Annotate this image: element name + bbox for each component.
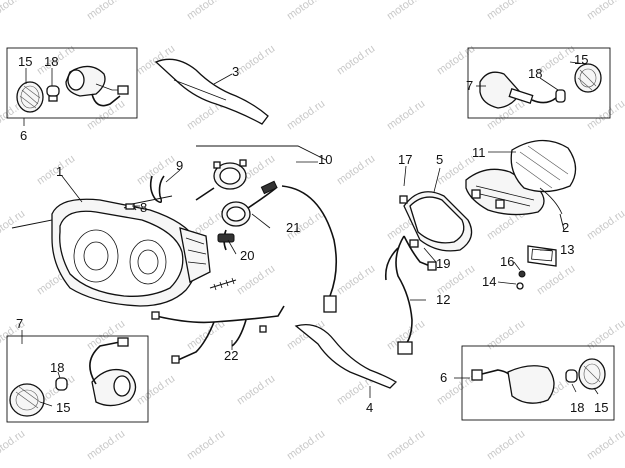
group-box-7-bottom <box>6 335 149 423</box>
watermark-text: motod.ru <box>0 208 27 243</box>
callout-labels: 15 18 6 3 1 8 9 10 17 5 11 7 18 15 2 13 … <box>16 52 608 415</box>
watermark-text: motod.ru <box>385 98 427 133</box>
callout-3: 3 <box>232 64 239 79</box>
cover-3 <box>154 58 269 125</box>
callout-13: 13 <box>560 242 574 257</box>
bulb-20 <box>217 233 235 243</box>
harness-12 <box>395 235 413 345</box>
callout-12: 12 <box>436 292 450 307</box>
group-box-6-bottom <box>461 345 615 421</box>
watermark-text: motod.ru <box>235 263 277 298</box>
callout-18-bottom: 18 <box>50 360 64 375</box>
watermark-text: motod.ru <box>85 0 127 22</box>
tail-light-group <box>399 139 577 252</box>
bulb-holder-group <box>195 145 338 313</box>
clip-9 <box>149 175 165 204</box>
watermark-text: motod.ru <box>285 98 327 133</box>
watermark-text: motod.ru <box>535 263 577 298</box>
tail-lens-2 <box>510 139 577 193</box>
indicator-body-7 <box>479 71 521 109</box>
callout-17: 17 <box>398 152 412 167</box>
watermark-text: motod.ru <box>0 0 27 22</box>
callout-6-bottom: 6 <box>440 370 447 385</box>
callout-7-bottom: 7 <box>16 316 23 331</box>
watermark-text: motod.ru <box>585 318 625 353</box>
watermark-text: motod.ru <box>235 373 277 408</box>
group-box-6 <box>6 47 138 119</box>
bulb-18 <box>46 85 60 97</box>
callout-9: 9 <box>176 158 183 173</box>
callout-21: 21 <box>286 220 300 235</box>
turn-signal-front-right <box>6 335 149 423</box>
watermark-text: motod.ru <box>385 0 427 22</box>
callout-15: 15 <box>18 54 32 69</box>
watermark-text: motod.ru <box>335 43 377 78</box>
turn-signal-front-left <box>6 47 138 119</box>
harness-22 <box>155 305 285 324</box>
cover-4 <box>294 323 398 389</box>
callout-18-br: 18 <box>570 400 584 415</box>
callout-8: 8 <box>140 200 147 215</box>
group-box-7-top <box>467 47 611 119</box>
watermark-text: motod.ru <box>185 0 227 22</box>
watermark-text: motod.ru <box>285 428 327 463</box>
leader-lines <box>21 61 599 407</box>
callout-16: 16 <box>500 254 514 269</box>
headlight-lens <box>59 210 184 297</box>
watermark-text: motod.ru <box>585 98 625 133</box>
watermark-text: motod.ru <box>185 428 227 463</box>
watermark-text: motod.ru <box>0 428 27 463</box>
callout-11: 11 <box>472 145 486 160</box>
connector-12 <box>397 341 413 355</box>
callout-15-bottom: 15 <box>56 400 70 415</box>
callout-18: 18 <box>44 54 58 69</box>
watermark-text: motod.ru <box>485 318 527 353</box>
watermark-text: motod.ru <box>485 428 527 463</box>
indicator-body-6b <box>507 365 555 404</box>
callout-10: 10 <box>318 152 332 167</box>
watermark-text: motod.ru <box>335 153 377 188</box>
callout-22: 22 <box>224 348 238 363</box>
callout-15-top: 15 <box>574 52 588 67</box>
watermark-text: motod.ru <box>485 0 527 22</box>
turn-signal-rear-right <box>467 47 611 119</box>
callout-1: 1 <box>56 164 63 179</box>
callout-14: 14 <box>482 274 496 289</box>
watermark-text: motod.ru <box>585 0 625 22</box>
turn-signal-rear-left <box>461 345 615 421</box>
bulb-18-bottom <box>55 377 68 391</box>
callout-5: 5 <box>436 152 443 167</box>
watermark-text: motod.ru <box>85 98 127 133</box>
watermark-text: motod.ru <box>585 428 625 463</box>
callout-4: 4 <box>366 400 373 415</box>
screw-16 <box>518 270 526 278</box>
watermark-text: motod.ru <box>85 318 127 353</box>
watermark-text: motod.ru <box>135 373 177 408</box>
watermark-text: motod.ru <box>135 153 177 188</box>
callout-2: 2 <box>562 220 569 235</box>
bulb-18-top <box>555 89 566 103</box>
connector-10 <box>323 295 337 313</box>
callout-6: 6 <box>20 128 27 143</box>
bolt <box>209 279 237 289</box>
watermark-text: motod.ru <box>235 43 277 78</box>
watermark-text: motod.ru <box>285 0 327 22</box>
callout-20: 20 <box>240 248 254 263</box>
watermark-text: motod.ru <box>585 208 625 243</box>
headlight-1 <box>11 195 211 307</box>
watermark-text: motod.ru <box>335 263 377 298</box>
callout-15-br: 15 <box>594 400 608 415</box>
washer-14 <box>516 282 524 290</box>
watermark-text: motod.ru <box>385 428 427 463</box>
watermark-text: motod.ru <box>85 428 127 463</box>
callout-7-top: 7 <box>466 78 473 93</box>
callout-18-top: 18 <box>528 66 542 81</box>
callout-19: 19 <box>436 256 450 271</box>
bulb-18-br <box>565 369 578 383</box>
